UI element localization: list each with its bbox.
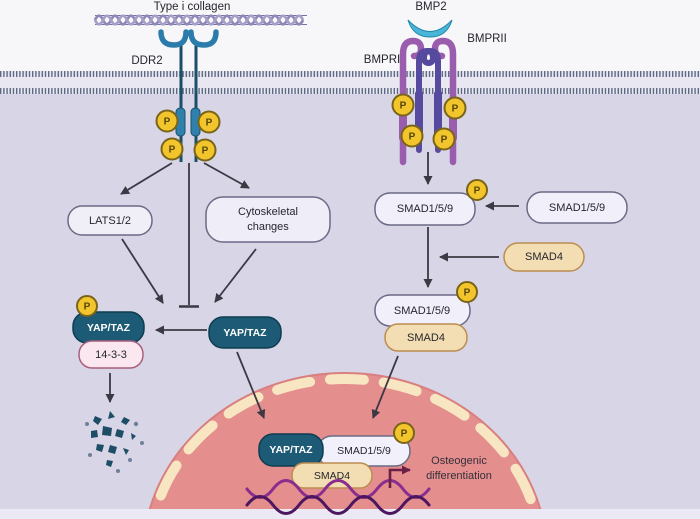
membrane-inner-leaflet <box>0 88 700 94</box>
arrow-smadcomplex-to-nucleus <box>371 355 399 419</box>
nuclear-envelope-pores <box>150 374 540 509</box>
ddr2-label: DDR2 <box>131 55 162 67</box>
arrow-ddr2-to-cytoskeletal <box>203 162 250 189</box>
phosphate-badges: P P P P P P P P <box>76 93 488 444</box>
ddr2-binding-domain-right <box>188 29 219 48</box>
transcription-arrow <box>388 465 411 488</box>
smad159-label: SMAD1/5/9 <box>394 305 450 317</box>
svg-text:P: P <box>84 302 91 313</box>
bmp2-ligand <box>407 19 453 38</box>
dna-helix <box>245 479 431 515</box>
smad159-label: SMAD1/5/9 <box>397 203 453 215</box>
yap-taz-node-active <box>208 316 282 349</box>
ddr2-binding-domain-left <box>158 29 189 48</box>
cytoskeletal-label-line2: changes <box>247 221 289 233</box>
phosphate-badge: P <box>443 96 467 120</box>
arrow-yaptaz-to-nucleus <box>236 351 266 419</box>
collagen-label: Type i collagen <box>154 1 231 13</box>
osteogenic-differentiation-label-line1: Osteogenic <box>431 455 487 467</box>
phosphate-badge: P <box>76 295 98 317</box>
pathway-nodes: LATS1/2 Cytoskeletal changes YAP/TAZ 14-… <box>67 191 628 369</box>
phosphate-badge: P <box>466 179 488 201</box>
bmpri-label: BMPRI <box>364 54 400 66</box>
phosphate-badge: P <box>393 422 415 444</box>
nuclear-complex: YAP/TAZ SMAD1/5/9 SMAD4 <box>258 433 411 489</box>
svg-text:P: P <box>441 135 448 146</box>
svg-text:P: P <box>400 101 407 112</box>
svg-text:P: P <box>409 132 416 143</box>
phosphate-badge: P <box>155 109 179 133</box>
cytoskeletal-node <box>205 196 331 243</box>
svg-text:P: P <box>164 117 171 128</box>
phosphate-badge: P <box>400 124 424 148</box>
yap-taz-label: YAP/TAZ <box>87 322 131 334</box>
arrow-ddr2-to-lats <box>120 162 173 195</box>
bottom-strip <box>0 509 700 519</box>
svg-text:P: P <box>401 429 408 440</box>
osteogenic-differentiation-label-line2: differentiation <box>426 470 492 482</box>
arrow-lats-to-yaptaz <box>121 238 164 304</box>
scaffold-14-3-3-node <box>78 340 144 369</box>
smad159-node-phosphorylated <box>374 192 476 226</box>
pathway-arrows <box>105 152 519 419</box>
svg-text:P: P <box>464 288 471 299</box>
cytoskeletal-label-line1: Cytoskeletal <box>238 206 298 218</box>
smad4-node-complex <box>384 323 468 352</box>
smad159-label: SMAD1/5/9 <box>337 445 391 457</box>
bmprii-label: BMPRII <box>467 33 507 45</box>
lats-node <box>67 205 153 236</box>
svg-text:P: P <box>206 118 213 129</box>
ddr2-receptor <box>158 29 219 162</box>
collagen-fiber <box>93 14 307 26</box>
smad4-label: SMAD4 <box>314 470 350 482</box>
membrane-outer-leaflet <box>0 71 700 77</box>
svg-text:P: P <box>169 145 176 156</box>
yap-taz-node-nuclear <box>258 433 324 467</box>
arrow-cytoskeletal-to-yaptaz <box>214 248 257 303</box>
yap-taz-label: YAP/TAZ <box>223 327 267 339</box>
svg-text:P: P <box>474 186 481 197</box>
yap-taz-label: YAP/TAZ <box>269 444 313 456</box>
svg-text:P: P <box>202 146 209 157</box>
smad4-node-nuclear <box>291 462 373 489</box>
scaffold-label: 14-3-3 <box>95 349 127 361</box>
phosphate-badge: P <box>432 127 456 151</box>
phosphate-badge: P <box>160 137 184 161</box>
smad159-node-cytoplasmic <box>526 191 628 224</box>
phosphate-badge: P <box>456 281 478 303</box>
extracellular-space <box>0 0 700 71</box>
degraded-protein-fragments <box>85 411 144 473</box>
smad4-node-cytoplasmic <box>503 242 585 272</box>
smad4-label: SMAD4 <box>525 251 563 263</box>
smad4-label: SMAD4 <box>407 332 445 344</box>
lats-label: LATS1/2 <box>89 215 131 227</box>
bmp2-label: BMP2 <box>415 1 446 13</box>
smad159-label: SMAD1/5/9 <box>549 202 605 214</box>
bmpri-receptor <box>420 47 441 153</box>
phosphate-badge: P <box>391 93 415 117</box>
phosphate-badge: P <box>193 138 217 162</box>
phosphate-badge: P <box>197 110 221 134</box>
svg-text:P: P <box>452 104 459 115</box>
